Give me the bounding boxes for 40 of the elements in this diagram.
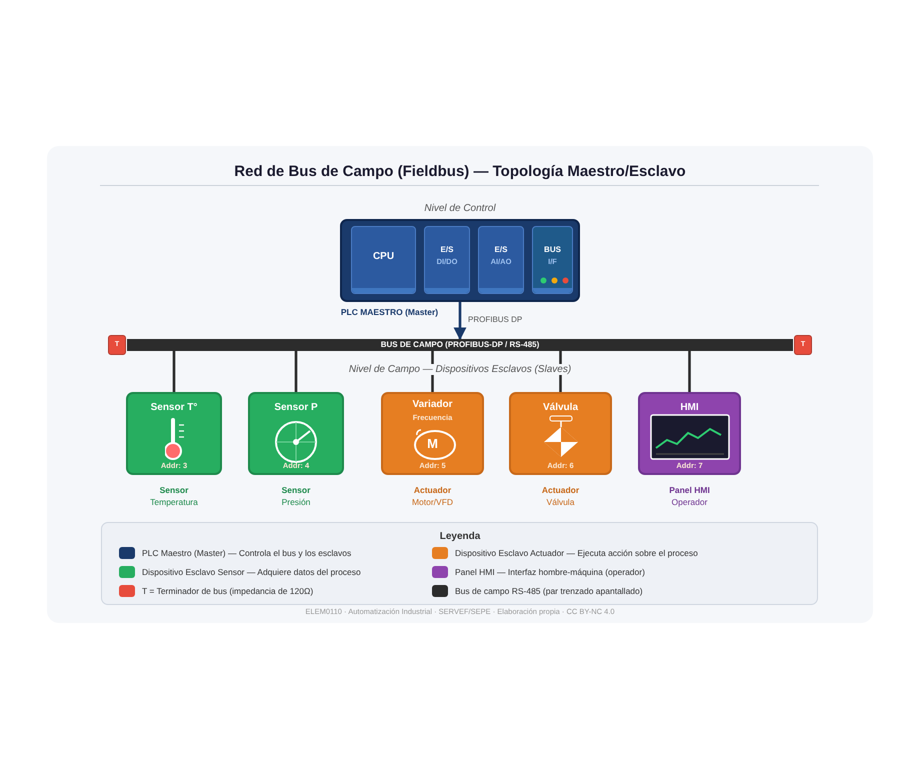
bus-drop-line (172, 351, 176, 392)
device-description: Válvula (546, 497, 576, 507)
bus-interface-module (532, 226, 573, 294)
motor-symbol-label: M (426, 436, 439, 451)
device-category: Actuador (412, 485, 452, 495)
device-title: Variador (411, 399, 454, 410)
bus-terminator (794, 335, 812, 355)
legend-text: Bus de campo RS-485 (par trenzado apantallado) (455, 586, 643, 596)
device-category: Sensor (280, 485, 312, 495)
device-category: Sensor (158, 485, 190, 495)
legend-text: Panel HMI — Interfaz hombre-máquina (operador) (455, 567, 645, 577)
device-title: HMI (679, 402, 700, 413)
plc-module (424, 226, 470, 294)
plc-module (478, 226, 524, 294)
module-title: E/S (494, 245, 508, 254)
device-description: Operador (670, 497, 708, 507)
bus-drop-line (688, 351, 691, 392)
module-title: BUS (543, 245, 562, 254)
bus-label: BUS DE CAMPO (PROFIBUS-DP / RS-485) (380, 340, 540, 349)
device-description: Presión (280, 497, 312, 507)
device-title: Válvula (542, 402, 580, 413)
legend-text: Dispositivo Esclavo Sensor — Adquiere datos del proceso (142, 567, 361, 577)
legend-text: Dispositivo Esclavo Actuador — Ejecuta acción sobre el proceso (455, 548, 698, 558)
device-title: Sensor P (273, 402, 319, 413)
diagram-title: Red de Bus de Campo (Fieldbus) — Topología Maestro/Esclavo (233, 163, 687, 180)
device-category: Panel HMI (668, 485, 711, 495)
bus-drop-line (294, 351, 298, 392)
device-title: Sensor T° (150, 402, 198, 413)
legend-text: T = Terminador de bus (impedancia de 120Ω) (142, 586, 314, 596)
device-label: PLC MAESTRO (Master) (340, 307, 440, 317)
bus-terminator (108, 335, 126, 355)
module-title: CPU (372, 251, 396, 262)
arrow (454, 302, 466, 340)
legend-text: PLC Maestro (Master) — Controla el bus y los esclavos (142, 548, 352, 558)
module-title: E/S (440, 245, 454, 254)
device-description: Temperatura (149, 497, 199, 507)
device-description: Motor/VFD (410, 497, 454, 507)
plc-module (351, 226, 416, 294)
legend-title: Leyenda (438, 531, 482, 542)
device-category: Actuador (540, 485, 580, 495)
